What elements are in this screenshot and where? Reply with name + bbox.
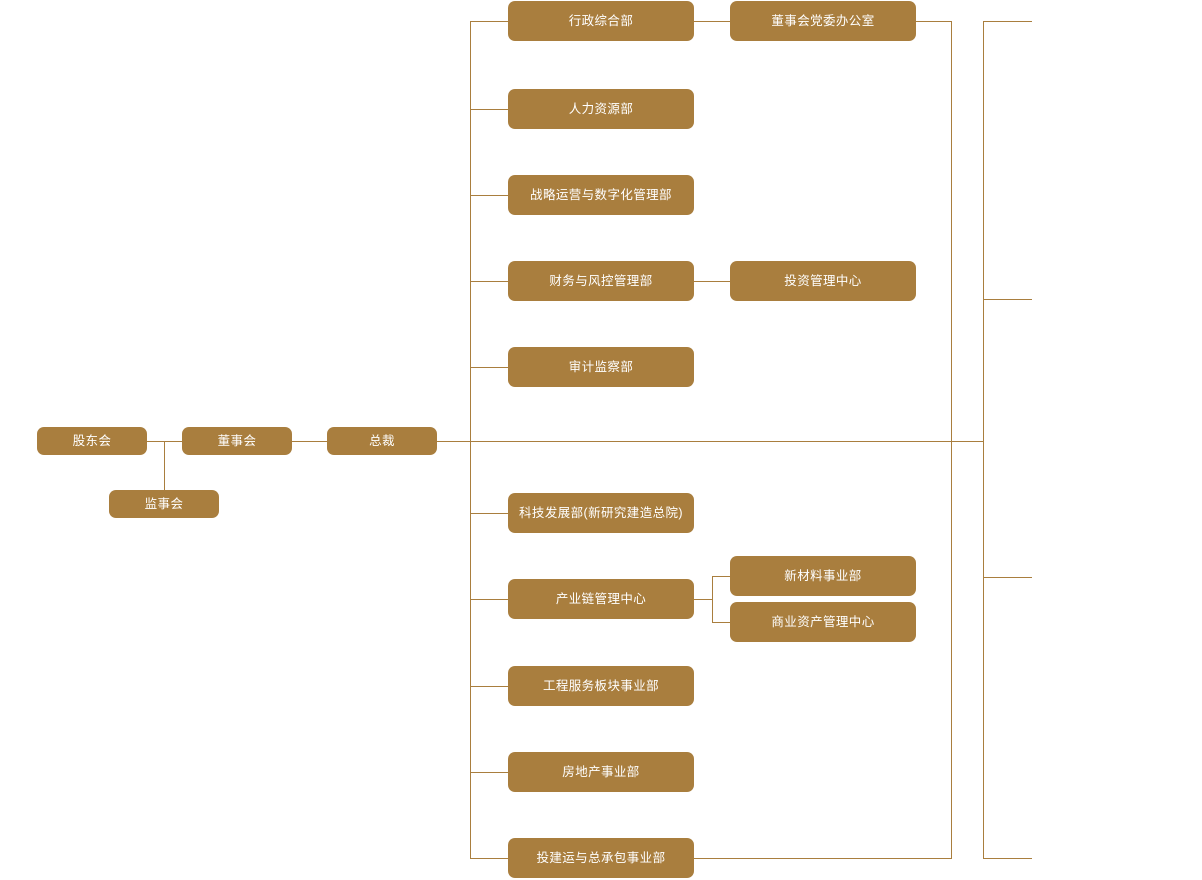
- bracket-inner-vertical: [951, 21, 952, 859]
- node-board-party-office[interactable]: 董事会党委办公室: [730, 1, 916, 41]
- node-industry-chain-center[interactable]: 产业链管理中心: [508, 579, 694, 619]
- node-shareholders-meeting[interactable]: 股东会: [37, 427, 147, 455]
- stub-commercial-asset-center: [712, 622, 730, 623]
- trunk-vertical-lower: [470, 441, 471, 859]
- node-tech-development-dept[interactable]: 科技发展部(新研究建造总院): [508, 493, 694, 533]
- branch-vertical-industry-chain: [712, 576, 713, 623]
- stub-audit-supervision-dept: [470, 367, 508, 368]
- trunk-vertical-upper: [470, 21, 471, 441]
- stub-finance-risk-dept: [470, 281, 508, 282]
- node-board-of-directors[interactable]: 董事会: [182, 427, 292, 455]
- connector-finance-to-investment-center: [694, 281, 730, 282]
- bracket-outer-arm-lower-mid: [983, 577, 1032, 578]
- stub-human-resources-dept: [470, 109, 508, 110]
- stub-engineering-services-division: [470, 686, 508, 687]
- node-finance-risk-dept[interactable]: 财务与风控管理部: [508, 261, 694, 301]
- bracket-outer-vertical: [983, 21, 984, 859]
- connector-admin-to-party-office: [694, 21, 730, 22]
- connector-board-to-president: [291, 441, 328, 442]
- stub-investment-construction-division: [470, 858, 508, 859]
- stub-strategy-digital-dept: [470, 195, 508, 196]
- node-engineering-services-division[interactable]: 工程服务板块事业部: [508, 666, 694, 706]
- bracket-outer-arm-upper-mid: [983, 299, 1032, 300]
- node-real-estate-division[interactable]: 房地产事业部: [508, 752, 694, 792]
- node-commercial-asset-management-center[interactable]: 商业资产管理中心: [730, 602, 916, 642]
- bracket-outer-arm-top: [983, 21, 1032, 22]
- node-human-resources-dept[interactable]: 人力资源部: [508, 89, 694, 129]
- stub-industry-chain-center: [470, 599, 508, 600]
- node-supervisory-board[interactable]: 监事会: [109, 490, 219, 518]
- node-investment-management-center[interactable]: 投资管理中心: [730, 261, 916, 301]
- node-audit-supervision-dept[interactable]: 审计监察部: [508, 347, 694, 387]
- stub-new-materials-division: [712, 576, 730, 577]
- stub-tech-development-dept: [470, 513, 508, 514]
- node-president[interactable]: 总裁: [327, 427, 437, 455]
- connector-president-to-trunk: [437, 441, 983, 442]
- connector-supervisory-vertical: [164, 441, 165, 504]
- node-new-materials-division[interactable]: 新材料事业部: [730, 556, 916, 596]
- bracket-inner-top-lead: [916, 21, 952, 22]
- stub-real-estate-division: [470, 772, 508, 773]
- stub-admin-general-dept: [470, 21, 508, 22]
- bracket-inner-bottom-lead: [694, 858, 952, 859]
- bracket-outer-arm-bottom: [983, 858, 1032, 859]
- node-investment-construction-division[interactable]: 投建运与总承包事业部: [508, 838, 694, 878]
- node-strategy-digital-dept[interactable]: 战略运营与数字化管理部: [508, 175, 694, 215]
- node-admin-general-dept[interactable]: 行政综合部: [508, 1, 694, 41]
- connector-industry-chain-to-branch: [694, 599, 712, 600]
